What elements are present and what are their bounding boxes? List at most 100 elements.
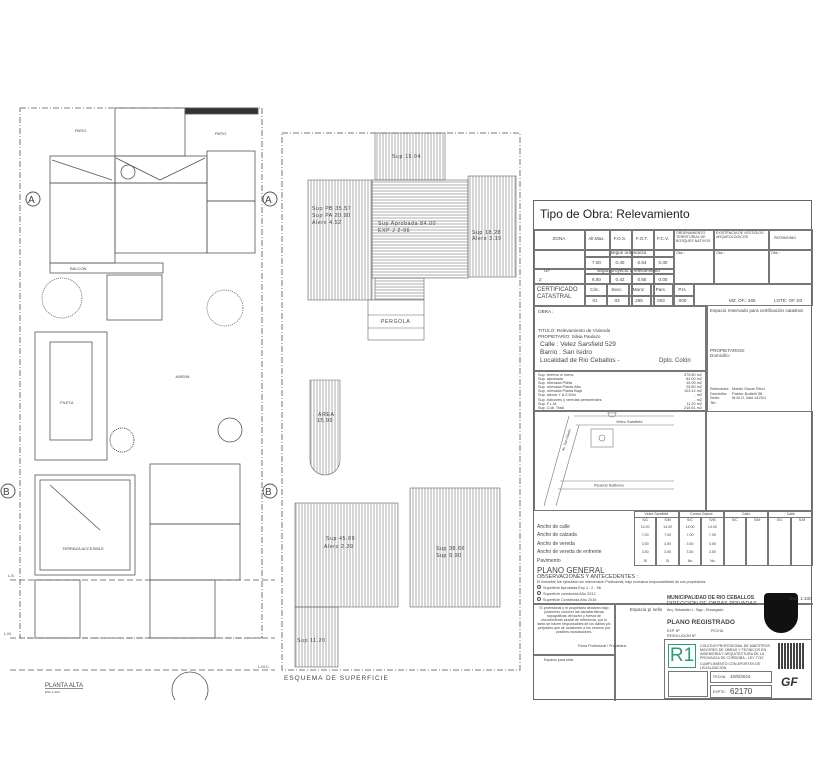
legend-item: Superficie construida Año 2012 xyxy=(537,591,601,597)
label-le: L.E. xyxy=(8,573,15,578)
superficie-row: Sup. balcones y veredas perimetrales- m2 xyxy=(538,398,702,402)
superficie-label: Sup. relevada Pileta xyxy=(538,381,572,386)
section-a-left: A xyxy=(28,195,35,206)
area-right-2: Alero 3.19 xyxy=(472,236,502,242)
area-bottom-small: Sup 11.20 xyxy=(297,638,326,644)
street-cell: 14.00 xyxy=(685,525,695,529)
superficie-label: Sup. aprobada xyxy=(538,377,563,382)
lote-of: LOTE: OF.:03 xyxy=(774,298,803,303)
ord-alt: 7.00 xyxy=(592,260,601,265)
obra-calle: Calle : Velez Sarsfield 529 xyxy=(540,341,616,348)
relevador-value: Pastor Bottelli 38 xyxy=(732,390,763,396)
label-pileta: PILETA xyxy=(60,400,74,405)
street-cell: 3.50 xyxy=(664,541,672,546)
superficie-value: 379.80 m2 xyxy=(684,373,702,377)
street-sub: S/C xyxy=(686,518,693,522)
area-top: Sup 15.04 xyxy=(392,154,421,160)
superficie-row: Sup. F.L.M.11.20 m2 xyxy=(538,402,702,406)
relevador-label: Tel.: xyxy=(710,399,718,405)
street-cell: 14.00 xyxy=(707,525,717,529)
sello-space: Espacio p/ sello xyxy=(630,607,663,612)
legend-item: Superficie Aprobada Exp J - 2 - 96 xyxy=(537,585,601,591)
relevador-label: Relevador: xyxy=(710,386,730,391)
zone-header-fot: F.O.T. xyxy=(636,236,648,241)
area-pergola: PERGOLA xyxy=(381,319,410,325)
obs-title: OBSERVACIONES Y ANTECEDENTES : xyxy=(537,574,639,580)
street-sub: S/C xyxy=(642,518,649,522)
area-center-2: EXP J 2-96 xyxy=(378,228,410,234)
street-cell: 3.50 xyxy=(708,550,716,555)
street-sub: S/M xyxy=(754,518,761,522)
superficie-row: Sup. aprobada 84.00 m2 xyxy=(538,377,702,381)
uf-label: UF xyxy=(544,268,551,273)
street-sub: S/C xyxy=(731,518,738,522)
street-sub: S/M xyxy=(664,518,671,522)
street-cell: No xyxy=(710,558,715,563)
location-map: Velez Sarsfield Ricardo Balbona Av. San … xyxy=(543,411,674,507)
street-cell: 14.00 xyxy=(640,525,650,529)
expte-value: 62170 xyxy=(730,687,753,696)
zone-header-zona: ZONA xyxy=(552,236,566,241)
plan-title: PLANTA ALTA xyxy=(45,683,83,689)
area-left-2: Sup PA 20.90 xyxy=(312,213,351,219)
label-lmc: L.M.C. xyxy=(258,664,270,669)
area-pileta-2: 15.99 xyxy=(317,418,333,424)
scale: Esc. 1:100 xyxy=(790,596,812,601)
street-cell: 3.50 xyxy=(641,550,649,555)
map-street-top: Velez Sarsfield xyxy=(616,419,642,424)
relevador-row: Tel.: xyxy=(710,399,810,406)
label-lm: L.M. xyxy=(4,631,12,636)
superficie-value: 84.00 m2 xyxy=(686,377,702,382)
area-left-1: Sup PB 35.57 xyxy=(312,206,351,212)
relevador-label: Domicilio: xyxy=(710,390,728,396)
obs-text: El inmueble fue ejecutado sin intervenci… xyxy=(537,580,706,584)
esquema-title: ESQUEMA DE SUPERFICIE xyxy=(284,675,389,682)
qr-code xyxy=(778,643,804,669)
area-bottom-left-1: Sup 45.89 xyxy=(326,536,355,542)
street-cell: 7.00 xyxy=(664,533,672,538)
ord-fcv: 0.30 xyxy=(658,260,668,265)
ord-fot: 0.64 xyxy=(637,260,647,265)
ord-fos: 0.40 xyxy=(615,260,625,265)
superficie-label: Sup. relevada Planta Baja xyxy=(538,389,582,394)
plano-general: PLANO GENERAL xyxy=(537,566,605,575)
domicilio-label: Domicilio: xyxy=(710,353,730,358)
zone-header-patrimonio: PATRIMONIO xyxy=(774,236,797,240)
catastral-value: 000 xyxy=(678,298,687,303)
muni-dir: DIRECCION DE OBRAS PRIVADAS xyxy=(667,601,757,607)
street-sub: S/M xyxy=(709,518,716,522)
relevador-row: Sello:M.M.O. Mat 1423/1 xyxy=(710,395,810,401)
label-patio-right: PATIO xyxy=(215,131,226,136)
obra-titulo: TITULO: Relevamiento de Vivienda xyxy=(538,328,611,333)
street-name: Calle xyxy=(786,512,795,516)
area-right-1: Sup 18.28 xyxy=(472,230,501,236)
street-name: Correa Gianni xyxy=(690,512,713,516)
proy-fot: 0.55 xyxy=(637,277,647,282)
catastral-label: CERTIFICADO CATASTRAL xyxy=(537,287,578,300)
fecha-label: FECHA: xyxy=(713,675,727,679)
catastral-header: Secc. xyxy=(611,287,623,292)
catastral-header: Circ. xyxy=(590,287,600,292)
zone-header-vestigios: EXISTENCIA DE VESTIGIOS ARQUEOLOGICOS xyxy=(716,231,764,239)
superficie-row: Sup. aleros Y & 0.50m- m2 xyxy=(538,393,702,397)
relevador-value: Martin Oscar Ricci xyxy=(732,386,765,391)
legend-circle-icon xyxy=(537,597,541,601)
catastral-value: 003 xyxy=(657,298,665,303)
street-cell: 7.00 xyxy=(686,533,694,538)
legend-item: Superficie Construida Año 2016 xyxy=(537,597,601,603)
sello-space-2: Espacio para sello xyxy=(544,658,574,662)
relevador-value: M.M.O. Mat 1423/1 xyxy=(732,395,767,400)
propietarios-label: PROPIETARIOS: xyxy=(710,348,746,353)
esquema-drawing: Sup 15.04 Sup PB 35.57 Sup PA 20.90 Aler… xyxy=(281,132,521,682)
colegio-note: CUMPLIMIENTO CON APORTES DE LEGALIZACION xyxy=(700,662,761,670)
area-bottom-right-1: Sup 38.66 xyxy=(436,546,465,552)
street-name: Velez Sarsfield xyxy=(644,512,669,516)
street-sub: S/C xyxy=(776,518,783,522)
section-b-left: B xyxy=(3,487,10,498)
segun-proyecto: segun proyecto o relevamiento xyxy=(597,268,660,273)
municipal-shield-logo xyxy=(764,593,798,633)
mz-of: MZ. OF.: 265 xyxy=(729,298,756,303)
